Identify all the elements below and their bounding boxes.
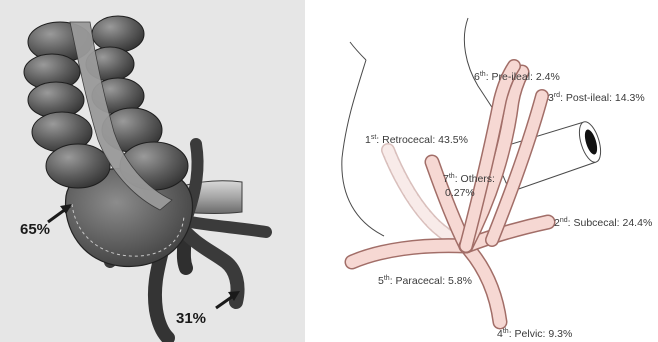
left-illustration: 65% 31% <box>0 0 305 342</box>
right-illustration: 6th: Pre-ileal: 2.4% 3rd: Post-ileal: 14… <box>342 18 652 340</box>
label-retrocecal: 1st: Retrocecal: 43.5% <box>365 134 468 146</box>
colon-top-left <box>350 42 366 60</box>
label-others: 7th: Others: <box>443 173 495 185</box>
percent-65-label: 65% <box>20 221 50 238</box>
label-pelvic: 4th: Pelvic: 9.3% <box>497 328 572 340</box>
label-post-ileal: 3rd: Post-ileal: 14.3% <box>548 92 645 104</box>
percent-31-label: 31% <box>176 310 206 327</box>
label-paracecal: 5th: Paracecal: 5.8% <box>378 275 472 287</box>
label-others-percent: 0.27% <box>445 187 475 199</box>
label-subcecal: 2nd: Subcecal: 24.4% <box>554 217 652 229</box>
cecum-outline <box>342 60 384 236</box>
label-pre-ileal: 6th: Pre-ileal: 2.4% <box>474 71 560 83</box>
